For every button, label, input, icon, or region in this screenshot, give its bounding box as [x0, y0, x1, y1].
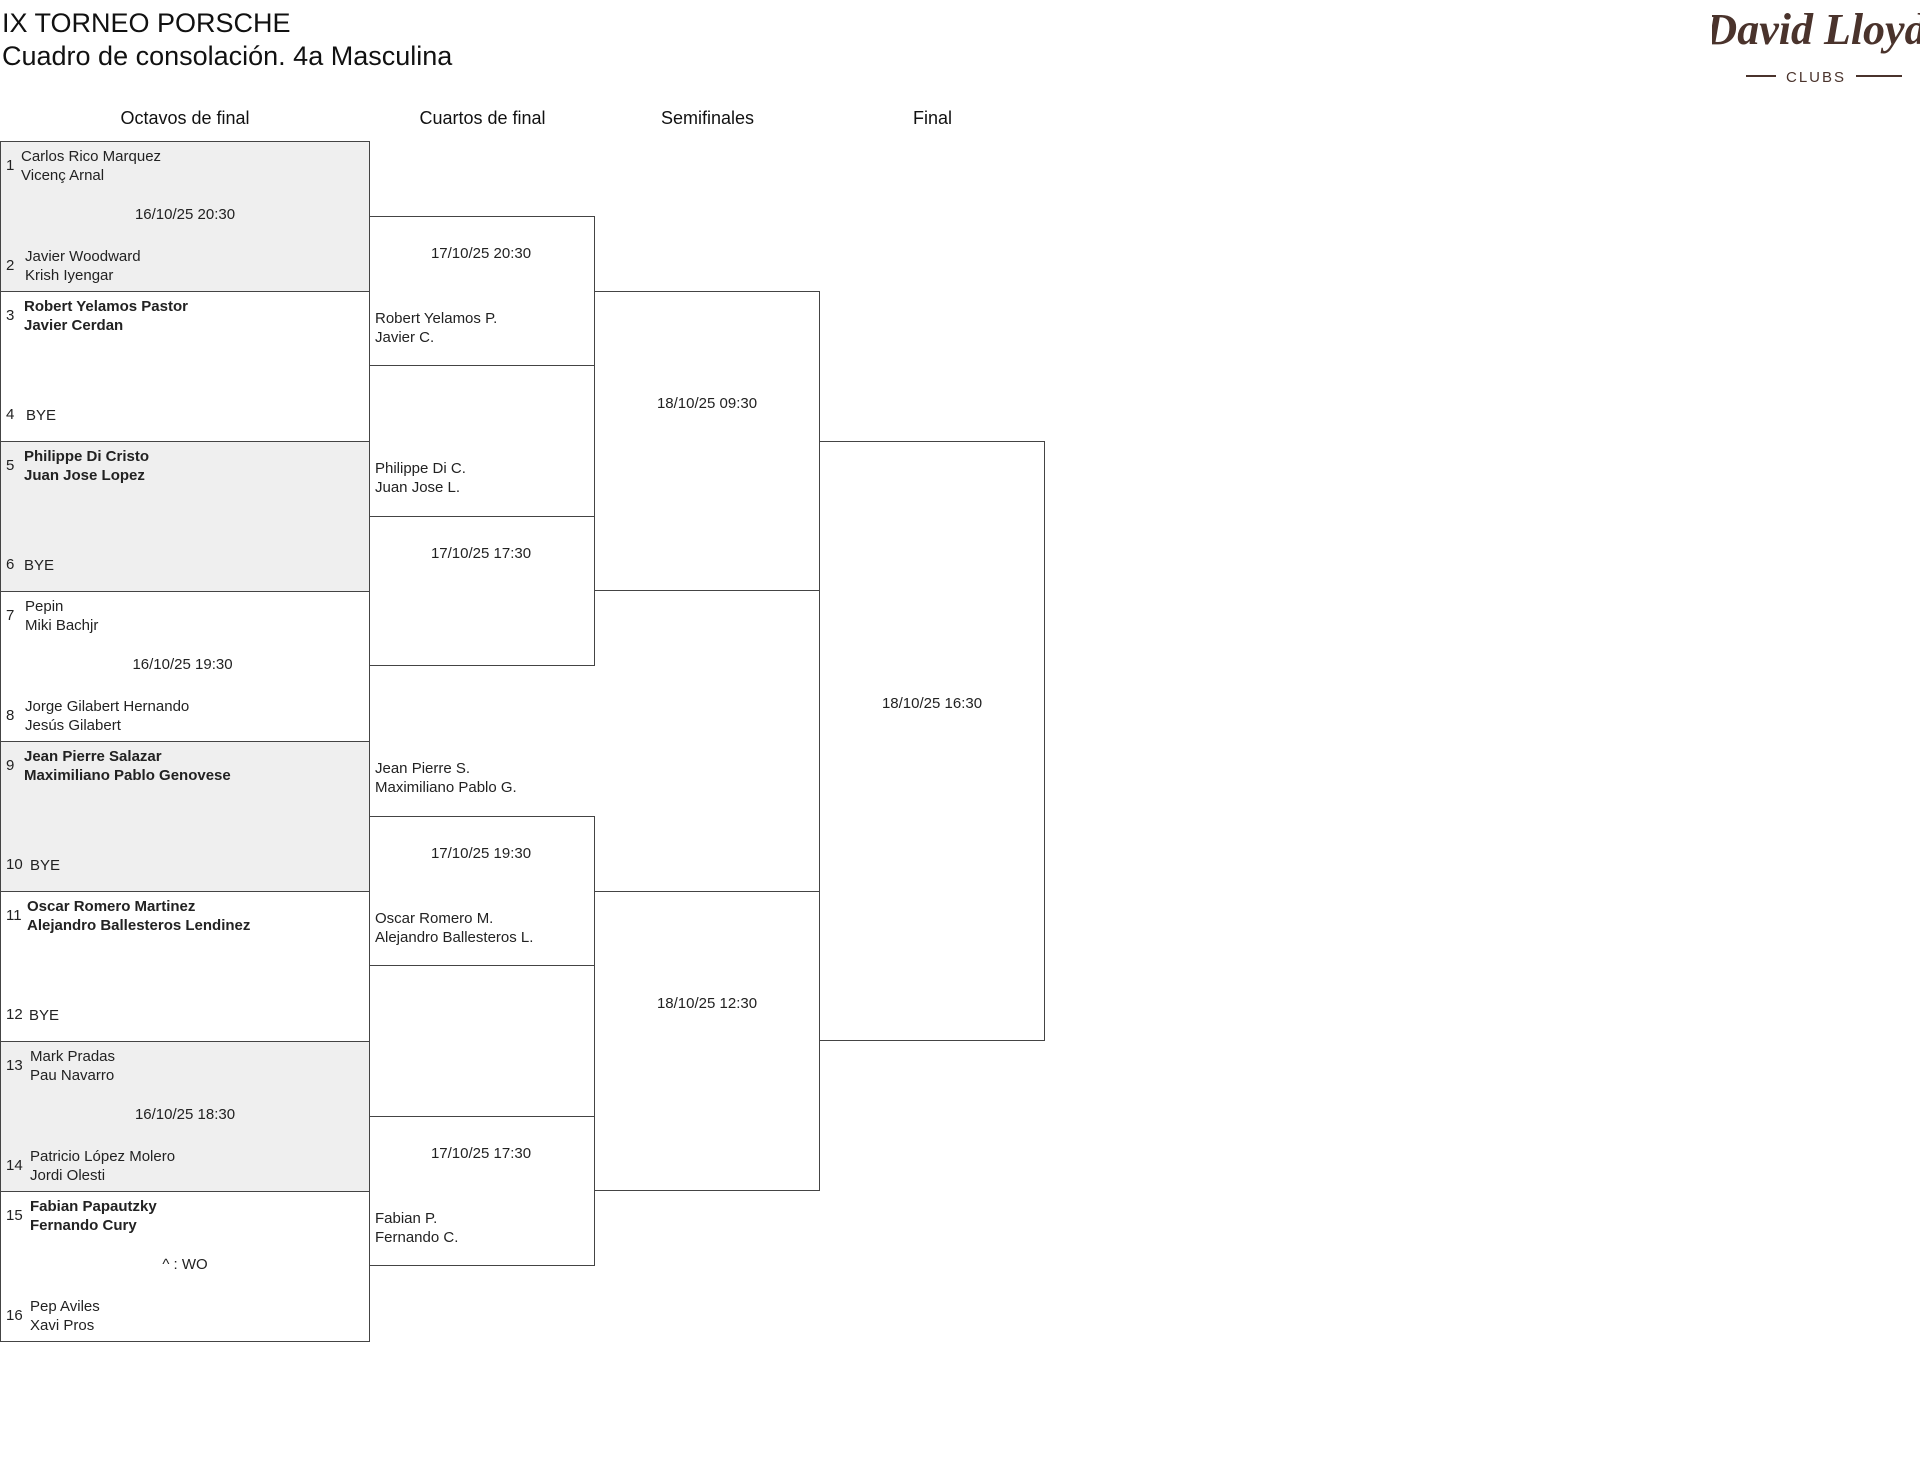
seed-1: 1 — [6, 157, 15, 174]
round-header-qf: Cuartos de final — [419, 108, 546, 128]
player-3b: Javier Cerdan — [24, 317, 124, 334]
seed-8: 8 — [6, 707, 15, 724]
seed-2: 2 — [6, 257, 15, 274]
sf-match-2 — [594, 891, 820, 1191]
player-5b: Juan Jose Lopez — [24, 467, 145, 484]
qf-player-4a: Oscar Romero M. — [375, 910, 494, 927]
seed-12: 12 — [6, 1006, 23, 1023]
seed-16: 16 — [6, 1307, 23, 1324]
player-9a: Jean Pierre Salazar — [24, 748, 162, 765]
round-header-r16: Octavos de final — [120, 108, 250, 128]
logo-text: David Lloyd — [1712, 5, 1920, 54]
player-11b: Alejandro Ballesteros Lendinez — [27, 917, 251, 934]
player-14a: Patricio López Molero — [30, 1148, 176, 1165]
qf-player-5a: Fabian P. — [375, 1210, 438, 1227]
player-2b: Krish Iyengar — [25, 267, 114, 284]
player-1a: Carlos Rico Marquez — [21, 148, 162, 165]
seed-14: 14 — [6, 1157, 23, 1174]
r16-date-1: 16/10/25 20:30 — [134, 206, 236, 223]
seed-9: 9 — [6, 757, 15, 774]
qf-match-2 — [369, 516, 595, 666]
player-7a: Pepin — [25, 598, 64, 615]
player-9b: Maximiliano Pablo Genovese — [24, 767, 231, 784]
subtitle: Cuadro de consolación. 4a Masculina — [2, 41, 453, 71]
final-date: 18/10/25 16:30 — [881, 695, 983, 712]
qf-date-2: 17/10/25 17:30 — [430, 545, 532, 562]
qf-date-1: 17/10/25 20:30 — [430, 245, 532, 262]
player-7b: Miki Bachjr — [25, 617, 99, 634]
seed-6: 6 — [6, 556, 15, 573]
r16-match-8 — [0, 1191, 370, 1342]
player-1b: Vicenç Arnal — [21, 167, 105, 184]
player-15a: Fabian Papautzky — [30, 1198, 157, 1215]
player-2a: Javier Woodward — [25, 248, 141, 265]
player-16a: Pep Aviles — [30, 1298, 100, 1315]
player-13b: Pau Navarro — [30, 1067, 115, 1084]
r16-date-4: 16/10/25 19:30 — [132, 656, 233, 673]
qf-player-5b: Fernando C. — [375, 1229, 459, 1246]
sf-date-2: 18/10/25 12:30 — [656, 995, 758, 1012]
player-8a: Jorge Gilabert Hernando — [25, 698, 190, 715]
player-3a: Robert Yelamos Pastor — [24, 298, 188, 315]
seed-7: 7 — [6, 607, 15, 624]
player-8b: Jesús Gilabert — [25, 717, 121, 734]
qf-date-4: 17/10/25 17:30 — [430, 1145, 532, 1162]
round-header-sf: Semifinales — [660, 108, 755, 128]
r16-date-7: 16/10/25 18:30 — [134, 1106, 236, 1123]
qf-player-2b: Juan Jose L. — [375, 479, 461, 496]
player-5a: Philippe Di Cristo — [24, 448, 150, 465]
qf-match-4 — [369, 1116, 595, 1266]
player-10a: BYE — [30, 857, 61, 874]
seed-10: 10 — [6, 856, 23, 873]
seed-5: 5 — [6, 457, 15, 474]
player-11a: Oscar Romero Martinez — [27, 898, 196, 915]
david-lloyd-logo: David Lloyd CLUBS — [1712, 5, 1920, 86]
player-15b: Fernando Cury — [30, 1217, 137, 1234]
player-12a: BYE — [29, 1007, 60, 1024]
player-13a: Mark Pradas — [30, 1048, 116, 1065]
sf-date-1: 18/10/25 09:30 — [656, 395, 758, 412]
seed-3: 3 — [6, 307, 15, 324]
qf-player-3b: Maximiliano Pablo G. — [375, 779, 517, 796]
qf-player-1a: Robert Yelamos P. — [375, 310, 498, 327]
player-6a: BYE — [24, 557, 55, 574]
r16-match-1 — [0, 141, 370, 292]
logo-subtext: CLUBS — [1786, 69, 1846, 86]
qf-date-3: 17/10/25 19:30 — [430, 845, 532, 862]
seed-11: 11 — [6, 907, 22, 924]
player-16b: Xavi Pros — [30, 1317, 95, 1334]
qf-player-2a: Philippe Di C. — [375, 460, 466, 477]
player-14b: Jordi Olesti — [30, 1167, 106, 1184]
seed-15: 15 — [6, 1207, 23, 1224]
sf-match-1 — [594, 291, 820, 591]
r16-wo-note: ^ : WO — [162, 1256, 208, 1273]
qf-player-1b: Javier C. — [375, 329, 435, 346]
title: IX TORNEO PORSCHE — [2, 8, 291, 38]
qf-player-3a: Jean Pierre S. — [375, 760, 471, 777]
r16-match-5 — [0, 741, 370, 892]
seed-4: 4 — [6, 406, 15, 423]
round-header-final: Final — [912, 108, 952, 128]
player-4a: BYE — [26, 407, 57, 424]
seed-13: 13 — [6, 1057, 23, 1074]
final-match — [819, 441, 1045, 1041]
qf-player-4b: Alejandro Ballesteros L. — [375, 929, 534, 946]
